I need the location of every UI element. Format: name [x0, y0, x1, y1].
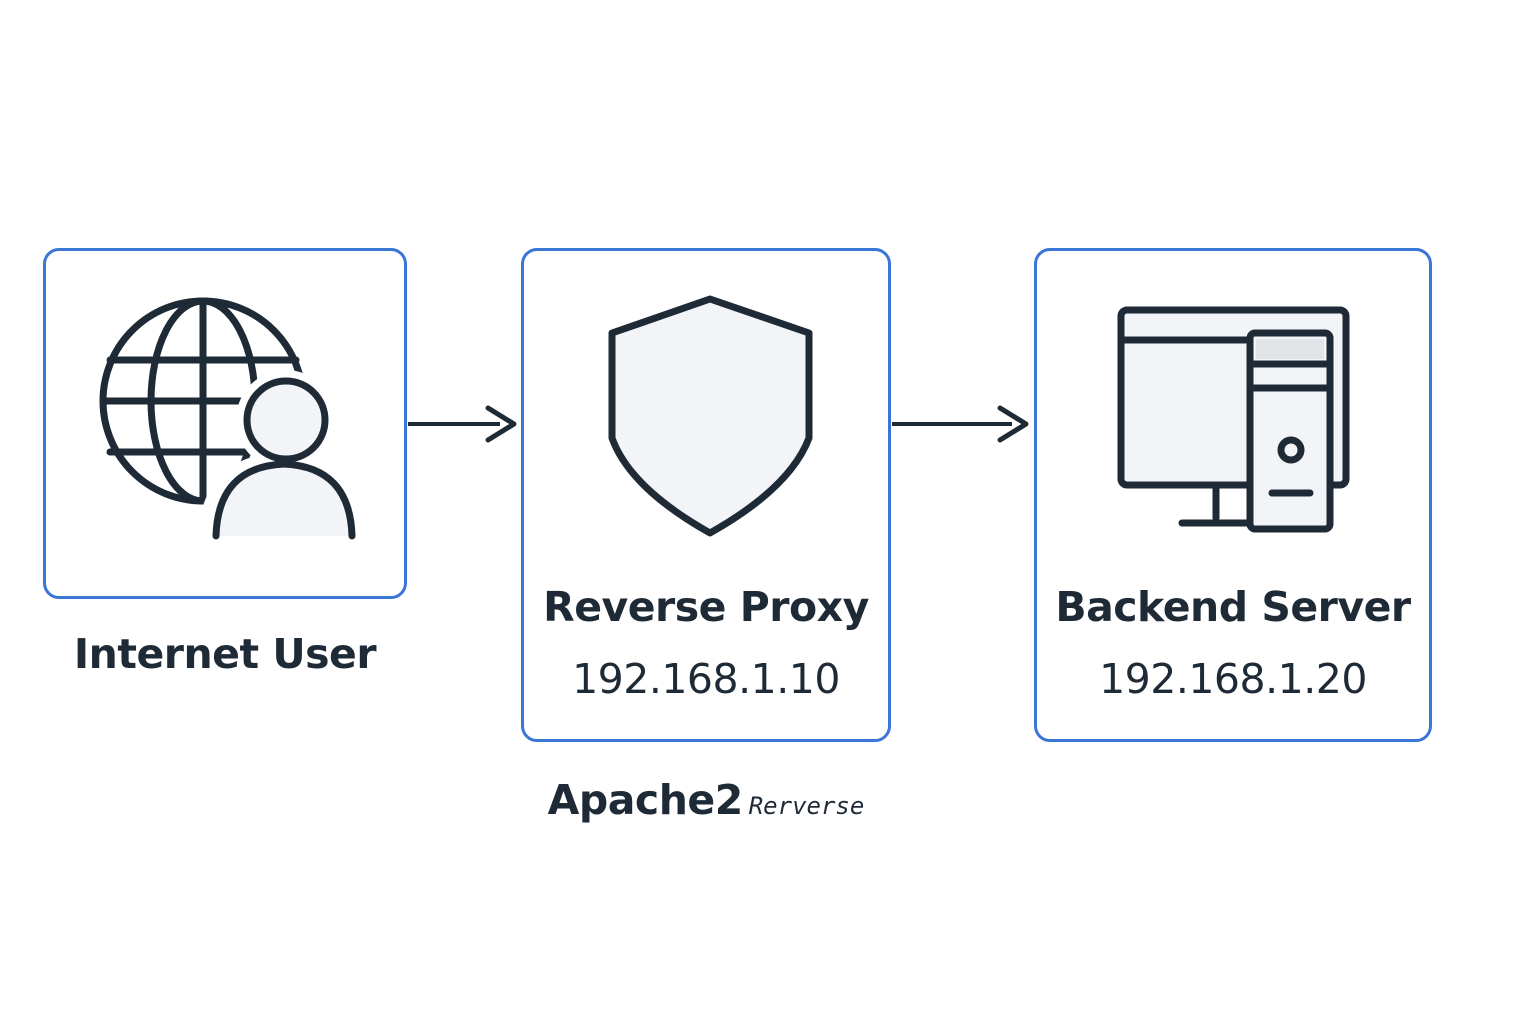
shield-icon	[608, 295, 813, 537]
desktop-server-icon	[1117, 306, 1350, 533]
internet-user-title: Internet User	[73, 630, 377, 678]
footnote-small-label: Rerverse	[748, 792, 865, 820]
backend-server-title: Backend Server	[1055, 583, 1411, 631]
reverse-proxy-ip: 192.168.1.10	[572, 655, 840, 703]
arrow-proxy-to-server	[892, 405, 1029, 443]
footnote-main-label: Apache2	[547, 776, 744, 824]
arrow-user-to-proxy	[408, 405, 517, 443]
reverse-proxy-title: Reverse Proxy	[543, 583, 869, 631]
backend-server-ip: 192.168.1.20	[1099, 655, 1367, 703]
globe-user-icon	[99, 297, 370, 540]
backend-server-node	[1034, 248, 1432, 742]
